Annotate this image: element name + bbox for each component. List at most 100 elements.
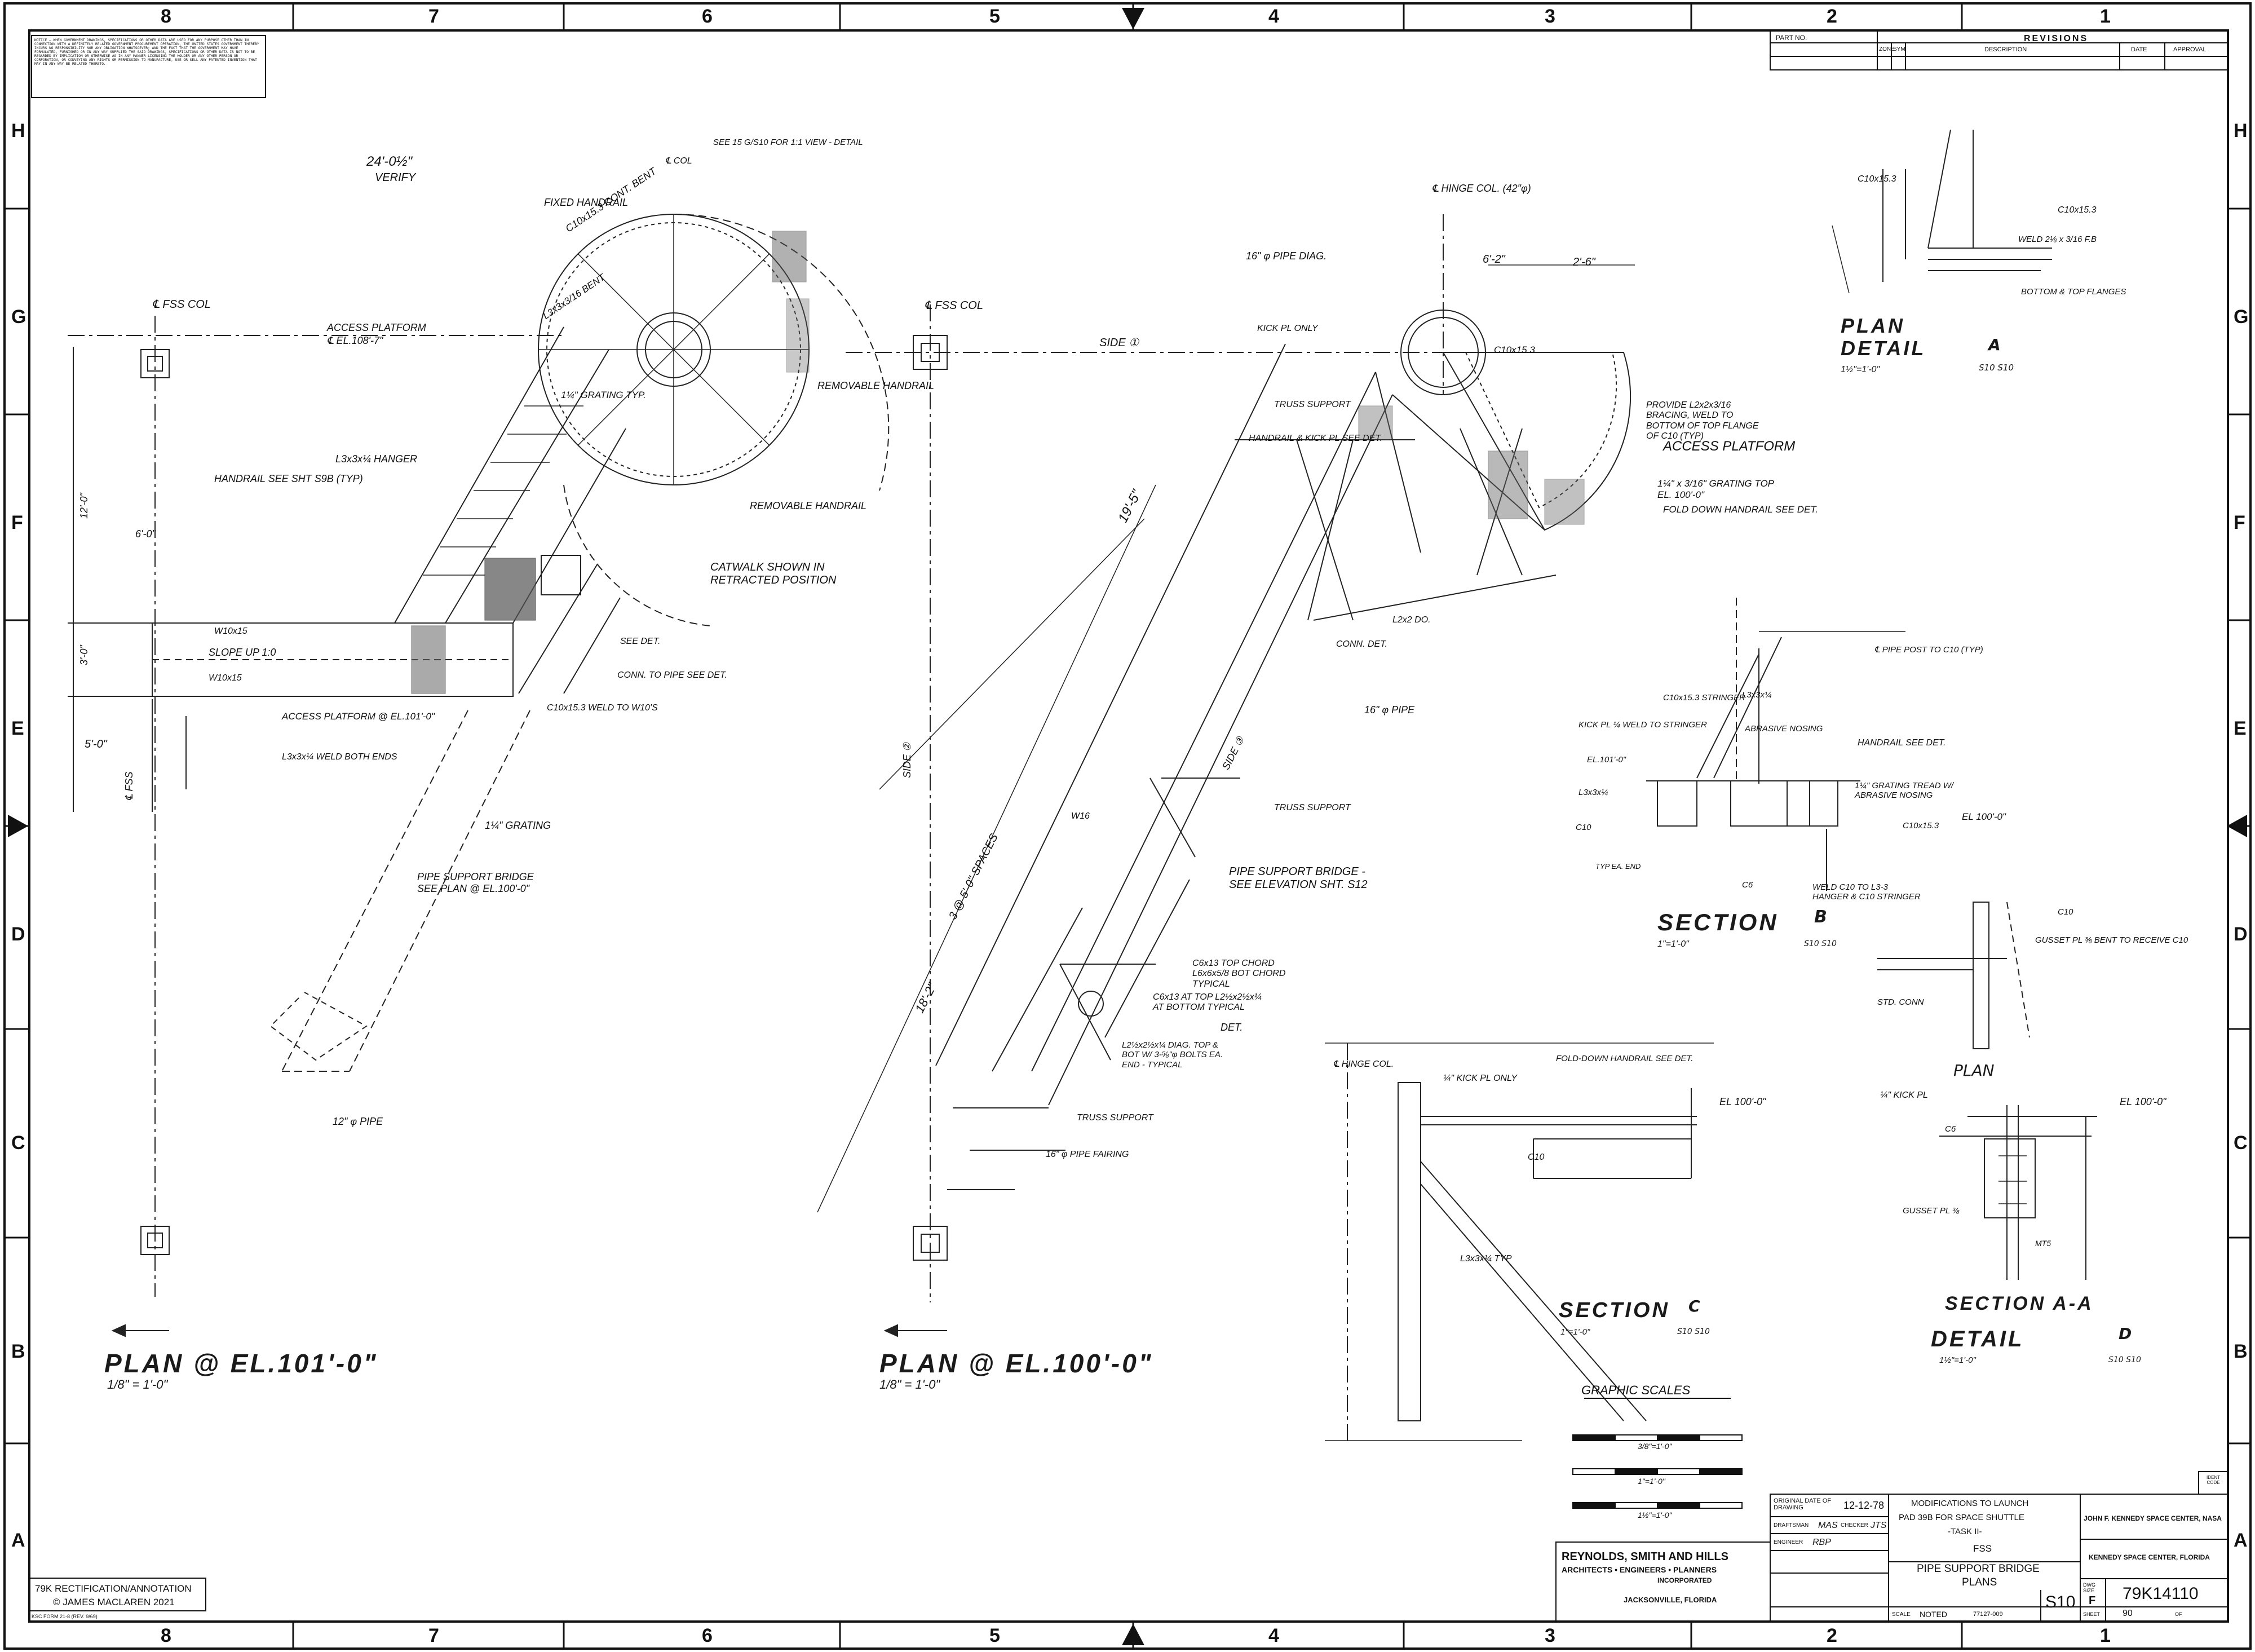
annotation-dim-24: 24'-0½" — [366, 154, 413, 169]
annotation-handrail-kick: HANDRAIL & KICK PL SEE DET. — [1249, 434, 1383, 443]
grid-row-label: B — [2234, 1341, 2248, 1362]
revisions-part-no: PART NO. — [1776, 34, 1807, 42]
system: FSS — [1973, 1543, 1992, 1554]
section-b-mark: B — [1814, 907, 1827, 927]
annotation-side-1: SIDE ① — [1099, 337, 1139, 349]
annotation-c6-top: C6x13 TOP CHORD L6x6x5/8 BOT CHORD TYPIC… — [1192, 958, 1286, 989]
annotation-scale-1: 3/8"=1'-0" — [1638, 1442, 1672, 1451]
draftsman-label: DRAFTSMAN — [1774, 1522, 1809, 1529]
scale-value: NOTED — [1920, 1610, 1947, 1619]
annotation-grating-b: 1¼" GRATING TREAD W/ ABRASIVE NOSING — [1855, 781, 1954, 801]
annotation-see-view: SEE 15 G/S10 FOR 1:1 VIEW - DETAIL — [713, 138, 863, 147]
firm-name: REYNOLDS, SMITH AND HILLS — [1562, 1551, 1728, 1563]
annotation-pipe-post: ℄ PIPE POST TO C10 (TYP) — [1874, 645, 1983, 655]
annotation-c10-b: C10 — [1576, 823, 1591, 832]
grid-row-label: F — [11, 512, 23, 533]
annotation-gusset: GUSSET PL ⅜ BENT TO RECEIVE C10 — [2035, 935, 2188, 945]
annotation-grating-typ: 1¼" GRATING TYP. — [561, 390, 646, 400]
annotation-c6-b: C6 — [1742, 880, 1753, 890]
annotation-access-platform-1: ACCESS PLATFORM — [327, 322, 426, 333]
dwg-no: 79K14110 — [2123, 1584, 2199, 1603]
detail-d-title-2: DETAIL — [1931, 1327, 2024, 1351]
annotation-verify: VERIFY — [375, 171, 416, 184]
annotation-handrail-b: HANDRAIL SEE DET. — [1858, 738, 1946, 748]
annotation-bottom-top: BOTTOM & TOP FLANGES — [2021, 287, 2126, 297]
annotation-pipe-support-2: PIPE SUPPORT BRIDGE - SEE ELEVATION SHT.… — [1229, 865, 1368, 891]
rectification-box: 79K RECTIFICATION/ANNOTATION © JAMES MAC… — [29, 1578, 206, 1611]
sheet-id: S10 — [2045, 1593, 2076, 1611]
grid-column-label: 3 — [1545, 6, 1555, 27]
annotation-see-det-a: SEE DET. — [620, 637, 661, 646]
detail-a-mark: A — [1988, 335, 2001, 354]
annotation-c10-b2: C10x15.3 — [1903, 821, 1939, 831]
project-line-3: -TASK II- — [1948, 1527, 1982, 1536]
of-label: OF — [2175, 1611, 2182, 1617]
grid-column-label: 2 — [1827, 6, 1837, 27]
annotation-dim-2-6: 2'-6" — [1573, 256, 1595, 268]
revisions-col-date: DATE — [2131, 46, 2147, 53]
annotation-pipe-support-1: PIPE SUPPORT BRIDGE SEE PLAN @ EL.100'-0… — [417, 871, 534, 894]
annotation-w16: W16 — [1071, 811, 1090, 821]
annotation-gusset-2: GUSSET PL ⅜ — [1903, 1206, 1960, 1216]
rectification-line-2: © JAMES MACLAREN 2021 — [53, 1597, 175, 1607]
annotation-catwalk: CATWALK SHOWN IN RETRACTED POSITION — [710, 561, 837, 586]
annotation-w10-1: W10x15 — [214, 626, 247, 636]
plan-101-title: PLAN @ EL.101'-0" — [104, 1349, 378, 1378]
annotation-weld-a: WELD 2⅛ x 3/16 F.B — [2018, 235, 2097, 244]
section-c-title: SECTION — [1559, 1298, 1670, 1322]
annotation-side-2: SIDE ② — [901, 742, 913, 778]
detail-d-mark: D — [2119, 1324, 2132, 1343]
annotation-c10-c: C10 — [1528, 1152, 1545, 1162]
grid-row-label: E — [2234, 718, 2247, 739]
annotation-fss-col-l: ℄ FSS COL — [152, 298, 211, 311]
firm-city: JACKSONVILLE, FLORIDA — [1624, 1596, 1717, 1604]
annotation-l3-b: L3x3x¼ — [1742, 690, 1772, 700]
grid-row-label: E — [11, 718, 24, 739]
drawing-title-2: PLANS — [1962, 1576, 1997, 1588]
grid-row-label: G — [11, 306, 26, 328]
engineer-label: ENGINEER — [1774, 1539, 1803, 1545]
checker-label: CHECKER — [1841, 1522, 1868, 1529]
annotation-kick-pl-2: ¼" KICK PL ONLY — [1443, 1074, 1518, 1083]
sheet-no: 90 — [2123, 1609, 2133, 1618]
agency: JOHN F. KENNEDY SPACE CENTER, NASA — [2084, 1514, 2222, 1522]
grid-row-label: H — [11, 120, 25, 142]
annotation-abrasive: ABRASIVE NOSING — [1745, 724, 1823, 734]
annotation-typ-ends: TYP EA. END — [1595, 862, 1641, 871]
annotation-weld-c10: WELD C10 TO L3-3 HANGER & C10 STRINGER — [1812, 882, 1921, 902]
revisions-col-description: DESCRIPTION — [1984, 46, 2027, 53]
annotation-conn-pipe: CONN. TO PIPE SEE DET. — [617, 670, 727, 680]
section-c-scale: 1"=1'-0" — [1560, 1327, 1590, 1337]
annotation-truss-support-1: TRUSS SUPPORT — [1274, 400, 1351, 409]
dwg-size: F — [2089, 1594, 2096, 1607]
grid-column-label: 6 — [702, 6, 713, 27]
annotation-l3-hanger: L3x3x¼ HANGER — [335, 453, 418, 465]
annotation-dim-12: 12'-0" — [78, 493, 90, 519]
annotation-fixed-handrail: FIXED HANDRAIL — [544, 197, 629, 208]
annotation-conn-det: CONN. DET. — [1336, 639, 1387, 649]
checker: JTS — [1871, 1521, 1887, 1530]
annotation-pipe-12: 12" φ PIPE — [333, 1116, 383, 1127]
annotation-col: ℄ COL — [665, 156, 692, 166]
annotation-pipe-16: 16" φ PIPE — [1364, 704, 1415, 715]
detail-d-title-1: SECTION A-A — [1945, 1293, 2094, 1314]
annotation-access-platform-1b: ℄ EL.108'-7" — [327, 335, 383, 346]
annotation-dim-3: 3'-0" — [78, 645, 90, 665]
section-b-title: SECTION — [1657, 909, 1779, 935]
section-b-scale: 1"=1'-0" — [1657, 939, 1689, 949]
annotation-dim-6: 6'-0" — [135, 528, 156, 540]
drawing-title-1: PIPE SUPPORT BRIDGE — [1917, 1563, 2040, 1575]
orig-date: 12-12-78 — [1843, 1500, 1885, 1511]
annotation-kick-pl-d: ¼" KICK PL — [1880, 1090, 1928, 1100]
grid-row-label: F — [2234, 512, 2245, 533]
firm-sub: ARCHITECTS • ENGINEERS • PLANNERS — [1562, 1565, 1717, 1574]
rectification-line-1: 79K RECTIFICATION/ANNOTATION — [35, 1583, 192, 1594]
annotation-w10-2: W10x15 — [209, 673, 242, 683]
annotation-det-h: DET. — [1221, 1022, 1243, 1033]
annotation-l3-b2: L3x3x¼ — [1578, 788, 1608, 797]
orig-date-label: ORIGINAL DATE OF DRAWING — [1774, 1498, 1832, 1511]
grid-row-label: A — [2234, 1530, 2248, 1551]
grid-row-label: D — [2234, 924, 2248, 945]
annotation-fold-down-2: FOLD-DOWN HANDRAIL SEE DET. — [1556, 1054, 1694, 1063]
